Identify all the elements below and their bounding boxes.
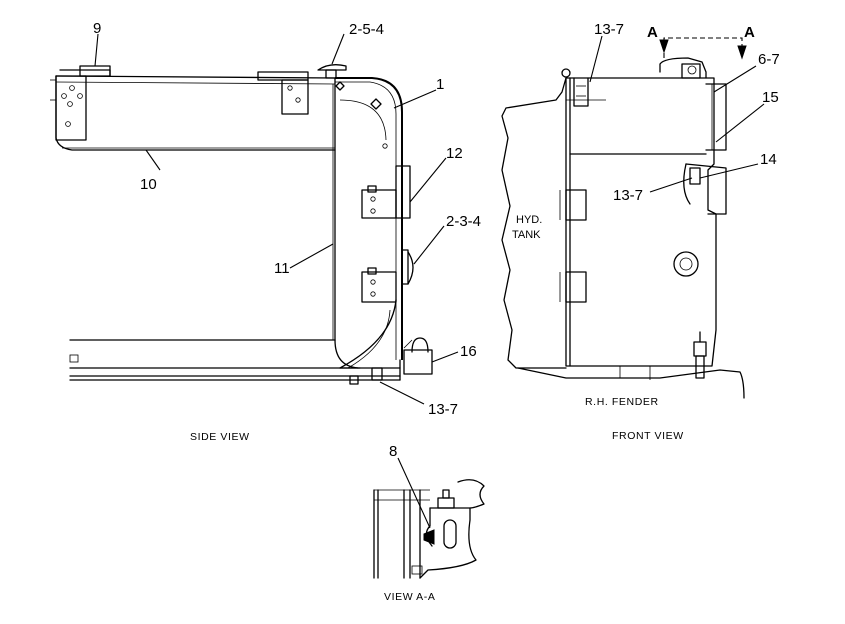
caption-side-view: SIDE VIEW [190, 431, 250, 443]
callout-8: 8 [389, 443, 397, 460]
callout-13-7-front-mid: 13-7 [613, 187, 643, 204]
caption-view-a-a: VIEW A-A [384, 591, 435, 603]
section-label-a-left: A [647, 24, 658, 41]
front-view [501, 35, 765, 399]
callout-2-5-4: 2-5-4 [349, 21, 384, 38]
callout-12: 12 [446, 145, 463, 162]
callout-14: 14 [760, 151, 777, 168]
callout-1: 1 [436, 76, 444, 93]
callout-2-3-4: 2-3-4 [446, 213, 481, 230]
callout-11: 11 [274, 260, 290, 277]
callout-13-7-side: 13-7 [428, 401, 458, 418]
callout-13-7-front-top: 13-7 [594, 21, 624, 38]
view-a-a [373, 457, 485, 579]
section-label-a-right: A [744, 24, 755, 41]
callout-9: 9 [93, 20, 101, 37]
caption-front-view: FRONT VIEW [612, 430, 684, 442]
callout-10: 10 [140, 176, 157, 193]
label-hyd-tank-line1: HYD. [516, 214, 542, 226]
side-view [50, 33, 459, 405]
callout-15: 15 [762, 89, 779, 106]
label-hyd-tank-line2: TANK [512, 229, 541, 241]
label-rh-fender: R.H. FENDER [585, 396, 659, 408]
callout-6-7: 6-7 [758, 51, 780, 68]
callout-16: 16 [460, 343, 477, 360]
